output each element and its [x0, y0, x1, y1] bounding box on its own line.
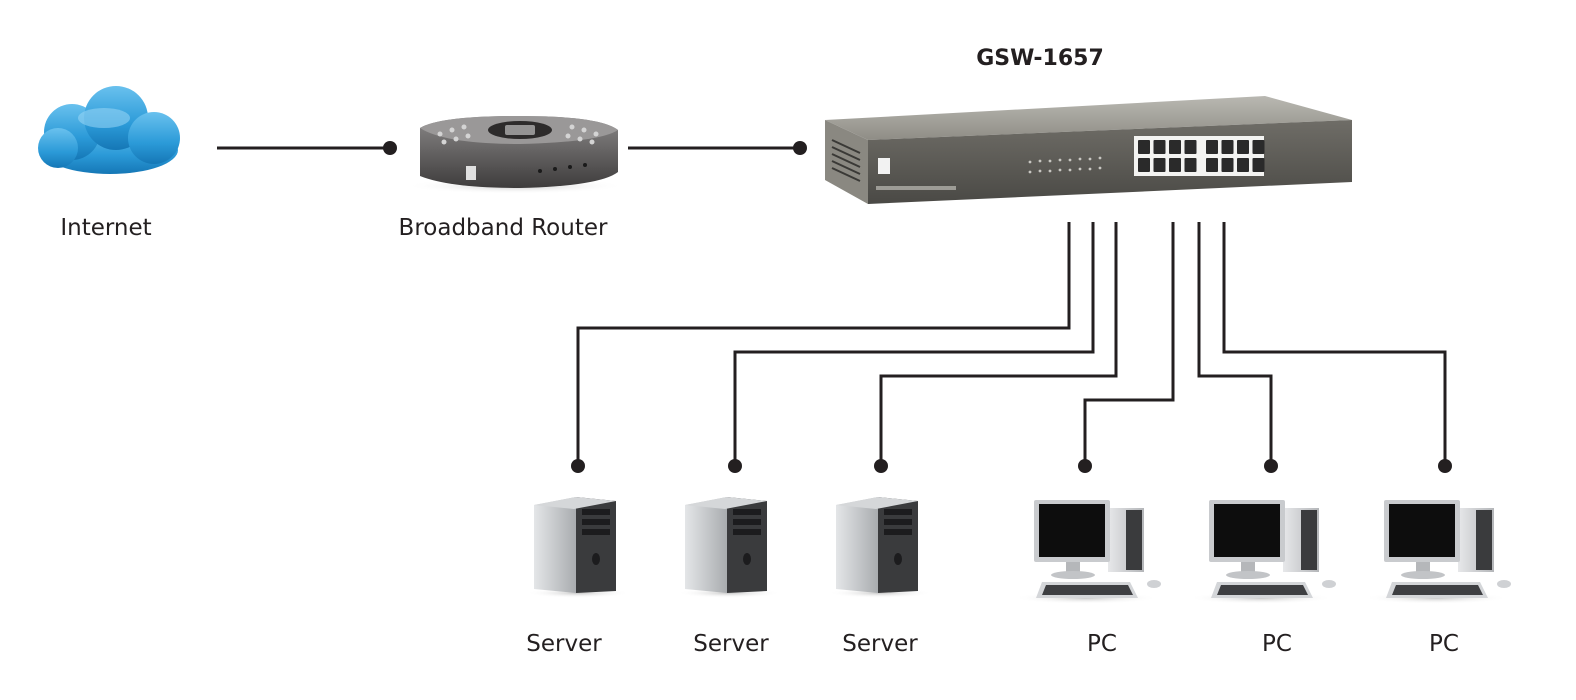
connector-dot-switch [793, 141, 807, 155]
server-label-3: Server [842, 631, 918, 657]
server-icon-1 [526, 497, 630, 598]
connector-dot-server-2 [728, 459, 742, 473]
pc-label-3: PC [1429, 631, 1459, 657]
wire-switch-pc-3 [1222, 222, 1447, 466]
switch-port [1184, 140, 1197, 154]
switch-port [1221, 158, 1234, 172]
connector-dot-pc-1 [1078, 459, 1092, 473]
pc-icon-1 [1014, 500, 1161, 604]
switch-port [1237, 140, 1249, 154]
switch-port [1221, 140, 1234, 154]
switch-port [1153, 140, 1166, 154]
switch-port [1153, 158, 1166, 172]
switch-port [1206, 140, 1218, 154]
router-icon [405, 116, 625, 194]
pc-icon-2 [1189, 500, 1336, 604]
pc-label-2: PC [1262, 631, 1292, 657]
switch-model-title: GSW-1657 [976, 46, 1104, 71]
wire-switch-server-2 [733, 222, 1095, 466]
internet-label: Internet [60, 215, 152, 241]
switch-port [1138, 158, 1150, 172]
switch-port [1184, 158, 1197, 172]
wire-switch-pc-1 [1083, 222, 1175, 466]
switch-port [1169, 158, 1181, 172]
server-icon-3 [828, 497, 932, 598]
wire-switch-server-1 [576, 222, 1071, 466]
server-label-2: Server [693, 631, 769, 657]
wire-switch-server-3 [879, 222, 1118, 466]
connector-dot-pc-3 [1438, 459, 1452, 473]
connector-dots [383, 141, 1452, 473]
connector-dot-pc-2 [1264, 459, 1278, 473]
switch-port [1237, 158, 1249, 172]
router-label: Broadband Router [398, 215, 608, 241]
switch-port [1206, 158, 1218, 172]
server-icon-2 [677, 497, 781, 598]
wires [217, 146, 1447, 466]
switch-port [1169, 140, 1181, 154]
connector-dot-router [383, 141, 397, 155]
cloud-icon [38, 86, 180, 174]
pc-icon-3 [1364, 500, 1511, 604]
switch-port [1138, 140, 1150, 154]
switch-icon [825, 96, 1352, 204]
connector-dot-server-1 [571, 459, 585, 473]
server-label-1: Server [526, 631, 602, 657]
switch-port [1252, 140, 1265, 154]
wire-switch-pc-2 [1197, 222, 1273, 466]
connector-dot-server-3 [874, 459, 888, 473]
pc-label-1: PC [1087, 631, 1117, 657]
switch-port [1252, 158, 1265, 172]
